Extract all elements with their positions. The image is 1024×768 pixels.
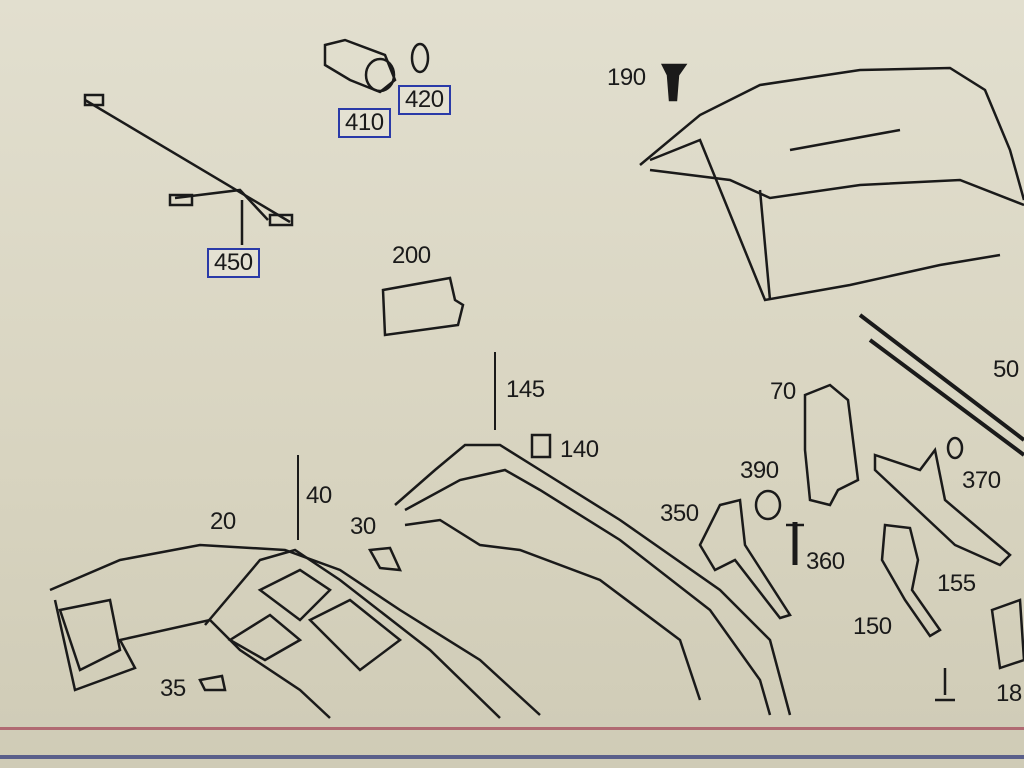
label-35: 35 <box>160 675 186 702</box>
label-20: 20 <box>210 508 236 535</box>
label-420[interactable]: 420 <box>398 85 451 115</box>
label-450[interactable]: 450 <box>207 248 260 278</box>
wiring-harness-450 <box>83 93 294 245</box>
label-200: 200 <box>392 242 431 269</box>
label-18: 18 <box>996 680 1022 707</box>
sensor-410 <box>323 38 430 94</box>
bracket-rail-50 <box>858 313 1024 457</box>
bracket-370 <box>873 436 1012 567</box>
module-200 <box>381 276 465 337</box>
divider-red <box>0 727 1024 730</box>
clip-190 <box>660 63 688 102</box>
label-30: 30 <box>350 513 376 540</box>
bracket-70 <box>803 383 860 507</box>
label-350: 350 <box>660 500 699 527</box>
label-190: 190 <box>607 64 646 91</box>
label-155: 155 <box>937 570 976 597</box>
label-145: 145 <box>506 376 545 403</box>
bumper-cover <box>639 66 1024 302</box>
label-390: 390 <box>740 457 779 484</box>
label-140: 140 <box>560 436 599 463</box>
trim-strip-140-145 <box>297 352 792 716</box>
label-70: 70 <box>770 378 796 405</box>
label-360: 360 <box>806 548 845 575</box>
divider-blue <box>0 755 1024 759</box>
lower-bumper-20 <box>49 543 541 719</box>
label-150: 150 <box>853 613 892 640</box>
label-370: 370 <box>962 467 1001 494</box>
label-40: 40 <box>306 482 332 509</box>
bracket-350 <box>698 489 804 620</box>
label-410[interactable]: 410 <box>338 108 391 138</box>
label-50: 50 <box>993 356 1019 383</box>
bracket-150 <box>880 523 1024 702</box>
